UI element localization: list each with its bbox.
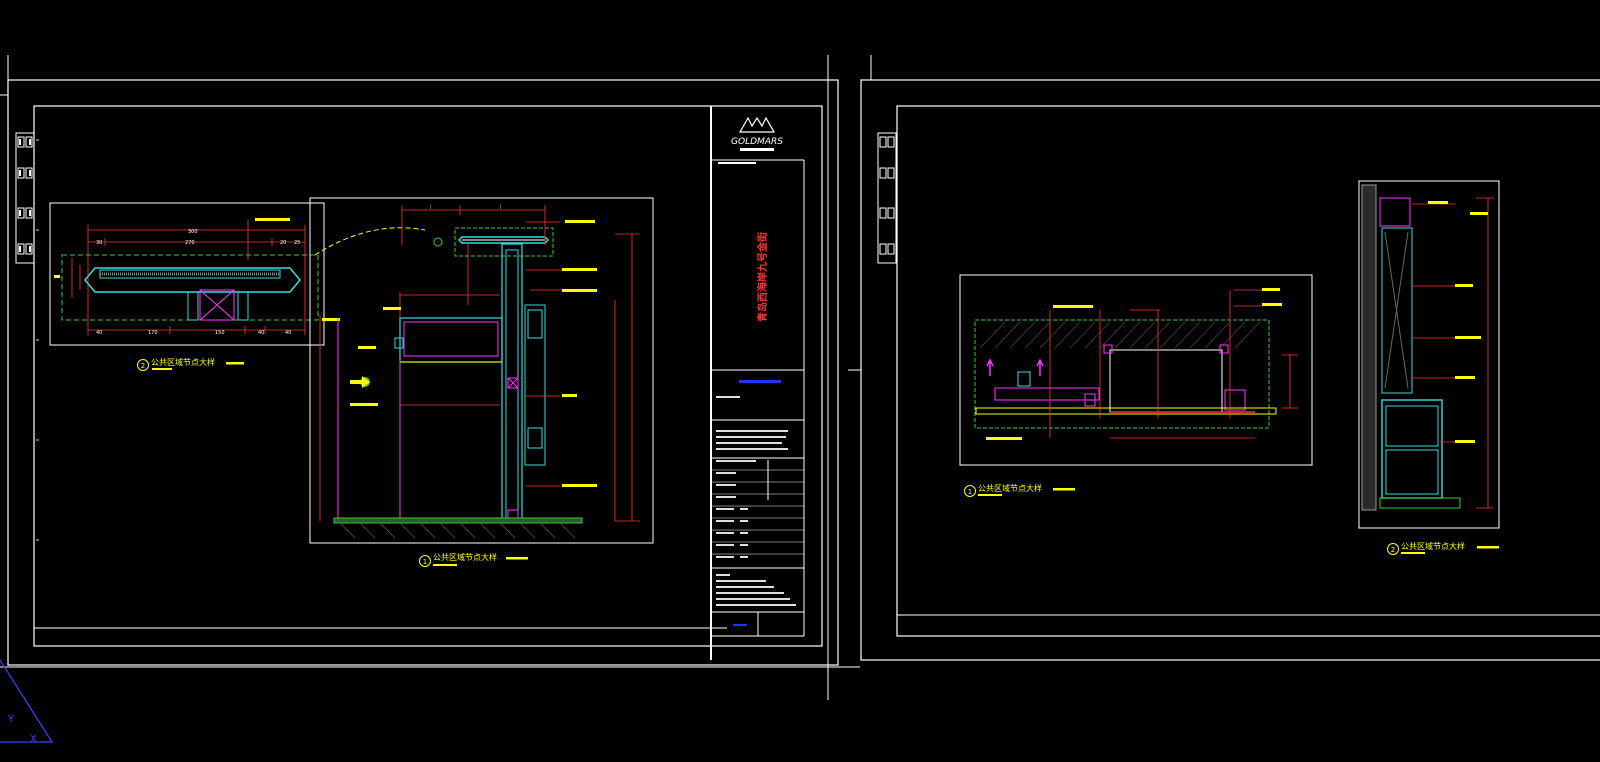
svg-text:1: 1 xyxy=(968,488,972,496)
project-name: 青岛西海岸九号金街 xyxy=(756,232,769,322)
dim-label: 40 xyxy=(96,330,102,336)
dim-label: 170 xyxy=(148,330,158,336)
svg-text:|: | xyxy=(430,204,431,209)
svg-text:GOLDMARS: GOLDMARS xyxy=(731,137,783,147)
sheet-right-border xyxy=(896,105,1600,637)
company-logo: GOLDMARS xyxy=(718,116,783,164)
dim-label: 300 xyxy=(188,229,198,235)
sheet-left-border xyxy=(33,105,823,647)
right-detail-1-title: 公共区域节点大样 xyxy=(978,483,1042,493)
detail-2-bottom-dims: 40 170 150 40 40 xyxy=(96,330,291,336)
right-detail-2-label: 2 公共区域节点大样 xyxy=(1387,541,1499,555)
detail-2-dimension-lines xyxy=(71,220,306,335)
sheet-left: 300 30 270 20 25 40 170 150 40 40 xyxy=(0,55,860,700)
svg-text:2: 2 xyxy=(1391,546,1395,554)
svg-text:Y: Y xyxy=(7,714,15,725)
detail-2-frame xyxy=(49,202,325,346)
detail-1-label: 1 公共区域节点大样 xyxy=(419,552,528,567)
left-margin-boxes xyxy=(15,132,35,264)
svg-text:2: 2 xyxy=(141,362,145,370)
detail-1-frame xyxy=(309,197,654,544)
dim-label: 20 xyxy=(280,240,286,246)
dim-label: 40 xyxy=(258,330,264,336)
detail-2-top-dims: 300 30 270 20 25 xyxy=(96,229,300,246)
sheet-right-outer-frame xyxy=(860,79,1600,661)
detail-2-callout-tags xyxy=(54,218,340,321)
svg-text:X: X xyxy=(30,734,37,745)
right-detail-2-title: 公共区域节点大样 xyxy=(1401,541,1465,551)
sheet-right: 1 公共区域节点大样 xyxy=(848,55,1600,661)
sheet-left-outer-frame xyxy=(7,79,839,666)
right-detail-2-frame xyxy=(1358,180,1500,529)
detail-1-callout-tags xyxy=(350,220,597,487)
dim-label: 25 xyxy=(294,240,300,246)
dim-label: 40 xyxy=(285,330,291,336)
dim-label: 150 xyxy=(215,330,225,336)
ucs-icon: Y X xyxy=(0,659,54,745)
detail-1-title: 公共区域节点大样 xyxy=(433,552,497,562)
dim-label: 30 xyxy=(96,240,102,246)
dim-label: 270 xyxy=(185,240,195,246)
detail-2-label: 2 公共区域节点大样 xyxy=(137,357,244,371)
detail-2-title: 公共区域节点大样 xyxy=(151,357,215,367)
svg-text:1: 1 xyxy=(423,558,427,566)
right-detail-1-frame xyxy=(959,274,1313,466)
title-block: GOLDMARS 青岛西海岸九号金街 xyxy=(710,106,805,660)
svg-text:|: | xyxy=(500,204,501,209)
right-detail-1-label: 1 公共区域节点大样 xyxy=(964,483,1075,497)
detail-1-dimension-lines xyxy=(319,205,640,522)
